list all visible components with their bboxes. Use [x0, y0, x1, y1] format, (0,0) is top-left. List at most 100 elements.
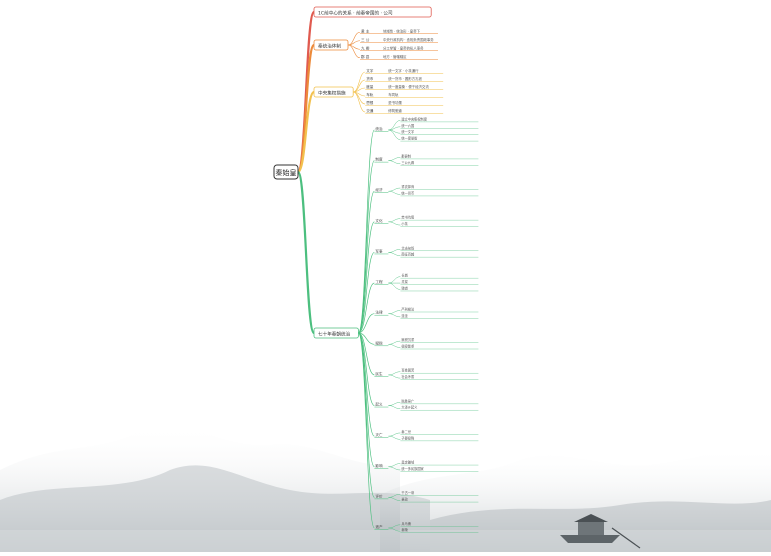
- sub-connector: [388, 466, 401, 471]
- sub-connector: [388, 344, 401, 348]
- sub-connector: [388, 129, 401, 140]
- mountain-background: [0, 424, 771, 552]
- sub-label: 三公九卿: [401, 160, 414, 165]
- branch-node[interactable]: 中央集权措施: [313, 86, 354, 98]
- child-label: 起义: [375, 402, 383, 407]
- child-label: 思想: [366, 100, 374, 105]
- sub-label: 驰道: [401, 285, 408, 290]
- sub-label: 严刑峻法: [401, 306, 414, 311]
- sub-connector: [388, 252, 401, 256]
- sub-label: 社会矛盾: [401, 374, 415, 379]
- branch-node[interactable]: 1C前中心的关系 · 前秦帝国的 · 公司: [313, 6, 432, 18]
- child-label: 遗产: [375, 524, 383, 529]
- sub-label: 建立中央集权制度: [401, 116, 427, 121]
- sub-label: 百姓困苦: [401, 368, 414, 373]
- sub-label: 重农抑商: [401, 184, 414, 189]
- child-label: 君 主: [361, 28, 370, 33]
- sub-label: 统一货币: [401, 190, 414, 195]
- child-label: 郡 县: [361, 54, 370, 59]
- root-label: 秦始皇: [276, 168, 297, 177]
- child-connector: [347, 44, 361, 59]
- sub-label: 赋税沉重: [401, 337, 415, 342]
- sub-connector: [388, 191, 401, 195]
- sub-label: 统一文字: [401, 129, 414, 134]
- sub-label: 秦陵: [401, 527, 408, 532]
- sub-label: 长城: [401, 273, 408, 278]
- sub-connector: [388, 313, 401, 318]
- sub-connector: [388, 497, 401, 501]
- sub-label: 统一六国: [401, 123, 414, 128]
- child-connector: [358, 190, 375, 334]
- sub-label: 郡县制: [401, 153, 411, 158]
- sub-connector: [388, 435, 401, 440]
- branch-label: 七十年秦朝统治: [318, 331, 351, 338]
- child-note: 车同轨: [388, 92, 399, 97]
- child-label: 三 公: [361, 37, 370, 42]
- branch-connector: [296, 90, 316, 174]
- sub-connector: [388, 371, 401, 376]
- root-node[interactable]: 秦始皇: [273, 164, 299, 180]
- child-connector: [358, 332, 375, 529]
- sub-connector: [388, 160, 401, 165]
- sub-connector: [388, 432, 401, 437]
- child-connector: [358, 252, 375, 334]
- sub-label: 千古一帝: [401, 490, 414, 495]
- branch-label: 中央集权措施: [318, 90, 346, 97]
- sub-label: 小篆: [401, 221, 408, 226]
- sub-label: 暴政: [401, 497, 408, 502]
- child-note: 统一度量衡 · 便于经济交流: [388, 84, 429, 89]
- sub-connector: [388, 527, 401, 532]
- sub-label: 陈胜吴广: [401, 398, 414, 403]
- sub-label: 奠定疆域: [401, 460, 415, 465]
- sub-connector: [388, 405, 401, 409]
- branch-node[interactable]: 七十年秦朝统治: [313, 327, 359, 339]
- child-label: 工程: [375, 279, 383, 284]
- child-label: 评价: [375, 493, 383, 498]
- sub-connector: [388, 157, 401, 161]
- child-connector: [358, 313, 375, 334]
- sub-connector: [388, 310, 401, 314]
- sub-connector: [388, 402, 401, 406]
- child-note: 地域性 · 统治形 · 皇帝下: [383, 28, 421, 33]
- child-label: 军事: [375, 248, 383, 253]
- child-note: 中央行政机构 · 丞相负责国政事务: [383, 37, 434, 42]
- branch-connectors: [296, 10, 479, 533]
- child-label: 民生: [375, 371, 383, 376]
- branch-label: 秦统治体制: [318, 43, 341, 50]
- sub-label: 子婴投降: [401, 435, 415, 440]
- child-label: 制度: [375, 157, 383, 162]
- child-note: 修筑驰道: [388, 108, 402, 113]
- child-label: 交通: [366, 108, 374, 113]
- child-connector: [358, 129, 375, 334]
- sub-connector: [388, 340, 401, 345]
- sub-label: 北击匈奴: [401, 245, 415, 250]
- sub-label: 秦二世: [401, 429, 411, 434]
- child-label: 货币: [366, 76, 374, 81]
- boat-decoration: [560, 514, 641, 549]
- sub-label: 统一度量衡: [401, 136, 418, 141]
- child-note: 分工掌管 · 皇帝的私人事务: [383, 45, 424, 50]
- sub-connector: [388, 187, 401, 192]
- child-connector: [353, 91, 366, 113]
- child-label: 度量: [366, 84, 374, 89]
- sub-label: 兵马俑: [401, 521, 411, 526]
- sub-label: 南征百越: [401, 252, 415, 257]
- child-label: 影响: [375, 463, 383, 468]
- branch-node[interactable]: 秦统治体制: [313, 39, 349, 51]
- sub-connector: [388, 218, 401, 223]
- child-note: 地方 · 管辖辖区: [383, 54, 407, 59]
- child-label: 法律: [375, 310, 383, 315]
- child-note: 焚书坑儒: [388, 100, 402, 105]
- branch-label: 1C前中心的关系 · 前秦帝国的 · 公司: [318, 10, 393, 17]
- child-connector: [358, 221, 375, 334]
- child-label: 九 卿: [361, 45, 370, 50]
- child-label: 文字: [366, 68, 374, 73]
- child-connector: [358, 332, 375, 406]
- sub-label: 灵渠: [401, 279, 408, 284]
- sub-label: 连坐: [401, 313, 408, 318]
- child-label: 统治: [375, 126, 383, 131]
- sub-connector: [388, 374, 401, 379]
